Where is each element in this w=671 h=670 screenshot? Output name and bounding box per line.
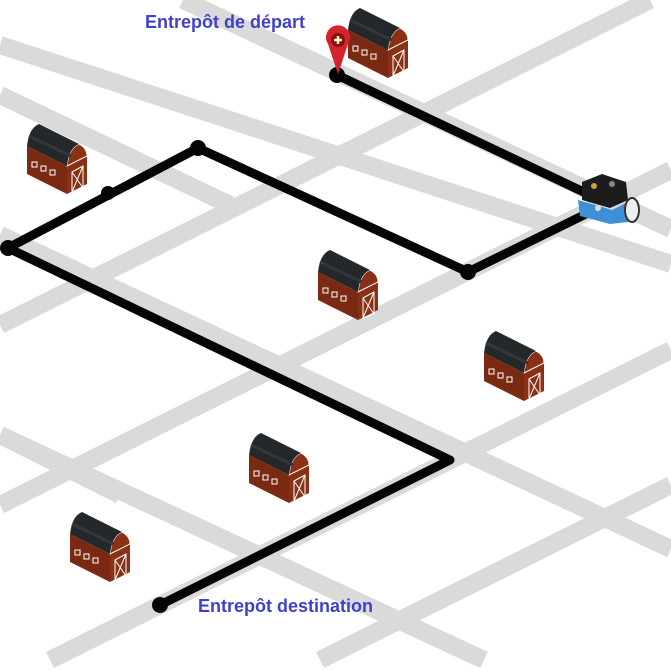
barn-icon <box>68 510 132 584</box>
start-warehouse-label: Entrepôt de départ <box>145 12 306 32</box>
barn-icon <box>247 431 311 505</box>
route-node <box>101 186 115 200</box>
barn-icon <box>316 248 380 322</box>
map-pin-icon <box>326 25 350 74</box>
route-node <box>190 140 206 156</box>
barn-icon <box>482 329 546 403</box>
route-node <box>329 67 345 83</box>
barn-icon <box>346 6 410 80</box>
destination-warehouse-label: Entrepôt destination <box>198 596 373 616</box>
route-node <box>0 240 16 256</box>
route-node <box>460 264 476 280</box>
route-path <box>0 67 592 613</box>
destination-node <box>152 597 168 613</box>
robot-icon <box>578 174 640 224</box>
